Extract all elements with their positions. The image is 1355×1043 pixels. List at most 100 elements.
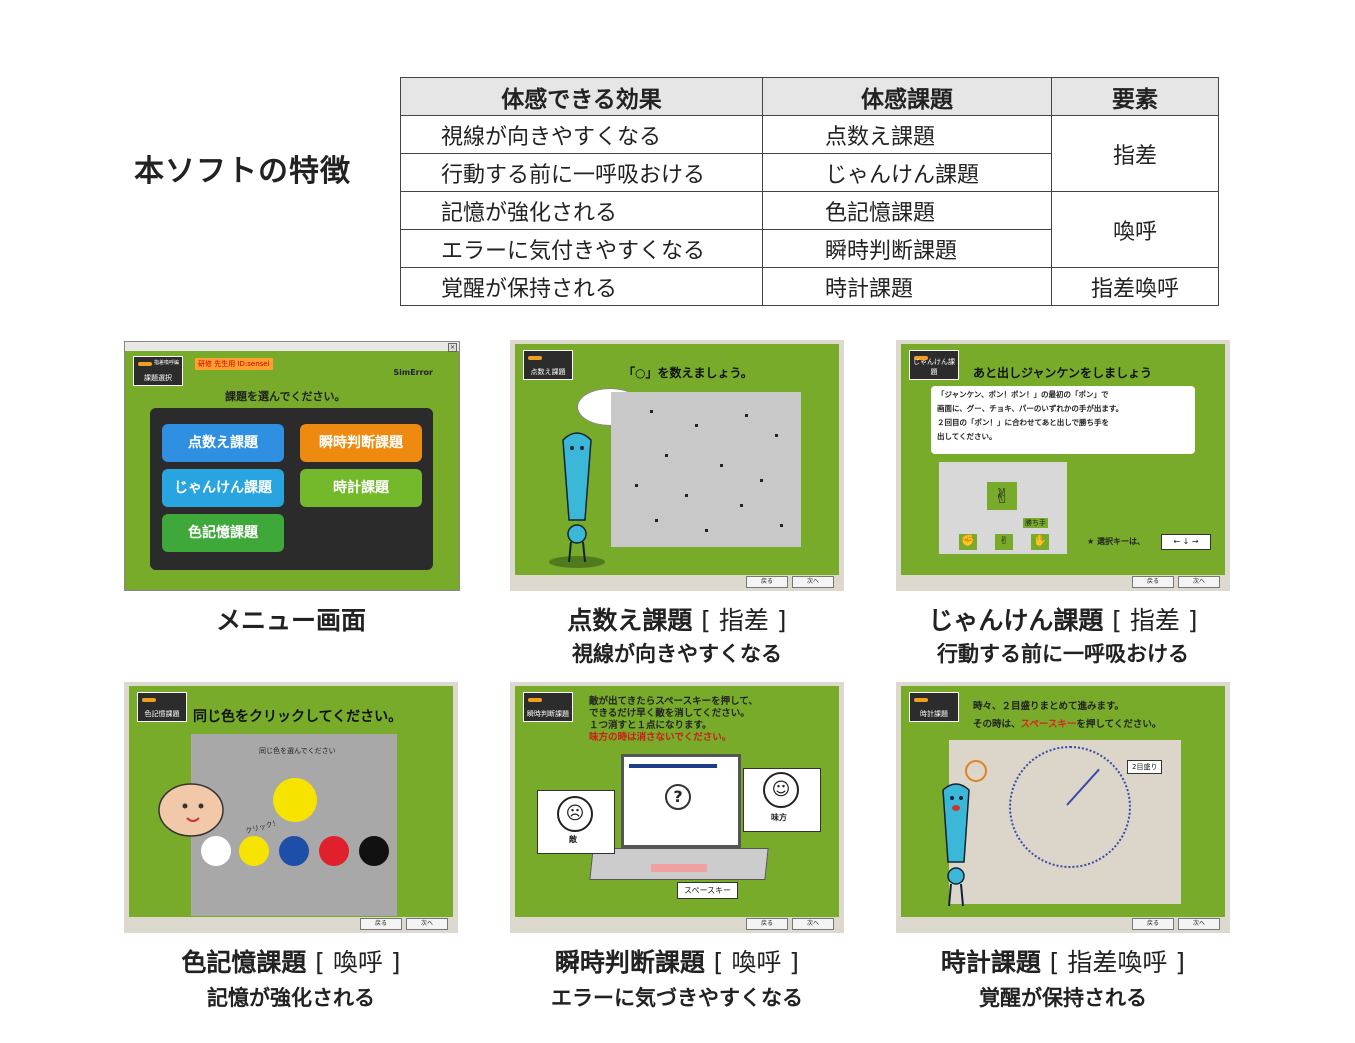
window-titlebar (125, 342, 459, 351)
table-cell-task: 色記憶課題 (762, 191, 1052, 230)
janken-info-box: 「ジャンケン、ポン！ポン！」の最初の「ポン」で 画面に、グー、チョキ、パーのいず… (931, 386, 1195, 454)
back-button[interactable]: 戻る (746, 918, 788, 930)
space-key-label: スペースキー (677, 882, 739, 899)
count-dot (720, 464, 723, 467)
paper-hand-icon[interactable]: ✋ (1031, 534, 1049, 550)
next-button[interactable]: 次へ (1178, 918, 1220, 930)
table-cell-task: じゃんけん課題 (762, 153, 1052, 192)
caption-element: [ 指差 ] (1112, 606, 1198, 635)
instruction-line: 味方の時は消さないでください。 (589, 732, 732, 743)
count-dot (650, 410, 653, 413)
rock-hand-icon[interactable]: ✊ (959, 534, 977, 550)
menu-prompt: 課題を選んでください。 (225, 390, 346, 403)
instruction-line: 時々、２目盛りまとめて進みます。 (973, 701, 1125, 712)
mascot-icon (549, 432, 605, 568)
table-row: 覚醒が保持される 時計課題 指差喚呼 (400, 267, 1219, 306)
clock-dial (1009, 746, 1131, 868)
next-button[interactable]: 次へ (792, 918, 834, 930)
menu-caption: メニュー画面 (215, 606, 366, 635)
yellow-choice[interactable] (239, 836, 269, 866)
clock-task-screenshot: 時計課題 時々、２目盛りまとめて進みます。 その時は、スペースキーを押してくださ… (896, 682, 1230, 933)
count-dot (760, 479, 763, 482)
page-heading: 本ソフトの特徴 (134, 154, 351, 189)
caption-title: 点数え課題 (567, 606, 693, 635)
clock-effect: 覚醒が保持される (979, 986, 1147, 1010)
count-task-screenshot: 点数え課題 「○」を数えましょう。 戻る 次へ (510, 340, 844, 591)
caption-title: じゃんけん課題 (928, 606, 1104, 635)
question-mark-icon: ? (665, 784, 691, 810)
instant-task-button[interactable]: 瞬時判断課題 (300, 424, 422, 462)
space-key[interactable] (651, 864, 707, 872)
instant-task-screenshot: 瞬時判断課題 敵が出てきたらスペースキーを押して、 できるだけ早く敵を消してくだ… (510, 682, 844, 933)
black-choice[interactable] (359, 836, 389, 866)
instruction-text: を押してください。 (1076, 719, 1162, 730)
count-dot (745, 414, 748, 417)
clock-task-button[interactable]: 時計課題 (300, 469, 422, 507)
table-cell-element: 喚呼 (1051, 191, 1219, 268)
info-line: 「ジャンケン、ポン！ポン！」の最初の「ポン」で (937, 390, 1109, 399)
scissors-hand-icon: ✌ (987, 482, 1017, 510)
pointing-finger-icon (914, 356, 928, 360)
count-task-button[interactable]: 点数え課題 (162, 424, 284, 462)
info-line: 画面に、グー、チョキ、パーのいずれかの手が出ます。 (937, 404, 1124, 413)
table-cell-task: 点数え課題 (762, 115, 1052, 154)
color-tag: 色記憶課題 (137, 692, 187, 722)
count-caption: 点数え課題 [ 指差 ] (510, 601, 844, 637)
close-icon[interactable]: × (448, 343, 457, 352)
caption-element: [ 指差 ] (701, 606, 787, 635)
instant-effect: エラーに気づきやすくなる (551, 986, 803, 1010)
blue-choice[interactable] (279, 836, 309, 866)
back-button[interactable]: 戻る (746, 576, 788, 588)
janken-tag: じゃんけん課題 (909, 350, 959, 380)
color-instruction: 同じ色をクリックしてください。 (193, 709, 403, 725)
sad-face-icon: ☹ (557, 796, 593, 832)
info-line: 出してください。 (937, 432, 997, 441)
table-row: 視線が向きやすくなる 点数え課題 指差 (400, 115, 1219, 192)
back-button[interactable]: 戻る (1132, 576, 1174, 588)
white-choice[interactable] (201, 836, 231, 866)
table-header-effect: 体感できる効果 (400, 77, 763, 116)
table-cell-effect: 行動する前に一呼吸おける (400, 153, 763, 192)
table-cell-element: 指差 (1051, 115, 1219, 192)
back-button[interactable]: 戻る (1132, 918, 1174, 930)
ally-label: 味方 (771, 813, 787, 822)
janken-task-screenshot: じゃんけん課題 あと出しジャンケンをしましょう 「ジャンケン、ポン！ポン！」の最… (896, 340, 1230, 591)
next-button[interactable]: 次へ (792, 576, 834, 588)
janken-effect: 行動する前に一呼吸おける (937, 642, 1189, 666)
next-button[interactable]: 次へ (1178, 576, 1220, 588)
pointing-finger-icon (528, 698, 542, 702)
table-cell-task: 瞬時判断課題 (762, 229, 1052, 268)
instruction-line: できるだけ早く敵を消してください。 (589, 708, 750, 719)
back-button[interactable]: 戻る (360, 918, 402, 930)
mascot-icon (158, 783, 224, 837)
mascot-icon (942, 783, 970, 907)
tag-label: 点数え課題 (530, 368, 566, 376)
count-dot (635, 484, 638, 487)
color-task-button[interactable]: 色記憶課題 (162, 514, 284, 552)
janken-task-button[interactable]: じゃんけん課題 (162, 469, 284, 507)
instant-tag: 瞬時判断課題 (523, 692, 573, 722)
table-cell-effect: エラーに気付きやすくなる (400, 229, 763, 268)
dot-field (611, 392, 801, 547)
pointing-finger-icon (138, 362, 152, 366)
instant-instructions: 敵が出てきたらスペースキーを押して、 できるだけ早く敵を消してください。 １つ消… (589, 696, 758, 744)
win-label: 勝ち手 (1023, 518, 1048, 528)
count-dot (665, 454, 668, 457)
space-key-text: スペースキー (1020, 719, 1077, 730)
features-table: 体感できる効果 体感課題 要素 視線が向きやすくなる 点数え課題 指差 行動する… (400, 77, 1219, 306)
next-button[interactable]: 次へ (406, 918, 448, 930)
caption-element: [ 指差喚呼 ] (1049, 948, 1186, 977)
red-choice[interactable] (319, 836, 349, 866)
scissors-choice-icon[interactable]: ✌ (995, 534, 1013, 550)
clock-tag: 時計課題 (909, 692, 959, 722)
tag-label: 課題選択 (144, 374, 172, 382)
color-panel (191, 734, 397, 916)
table-header-task: 体感課題 (762, 77, 1052, 116)
tag-label: 時計課題 (920, 710, 948, 718)
instant-caption: 瞬時判断課題 [ 喚呼 ] (510, 943, 844, 979)
tag-label: じゃんけん課題 (913, 358, 955, 376)
pointing-finger-icon (528, 356, 542, 360)
caption-element: [ 喚呼 ] (713, 948, 800, 977)
menu-tag: 指差喚呼編 課題選択 (133, 356, 183, 386)
smile-face-icon: ☺ (763, 772, 799, 808)
